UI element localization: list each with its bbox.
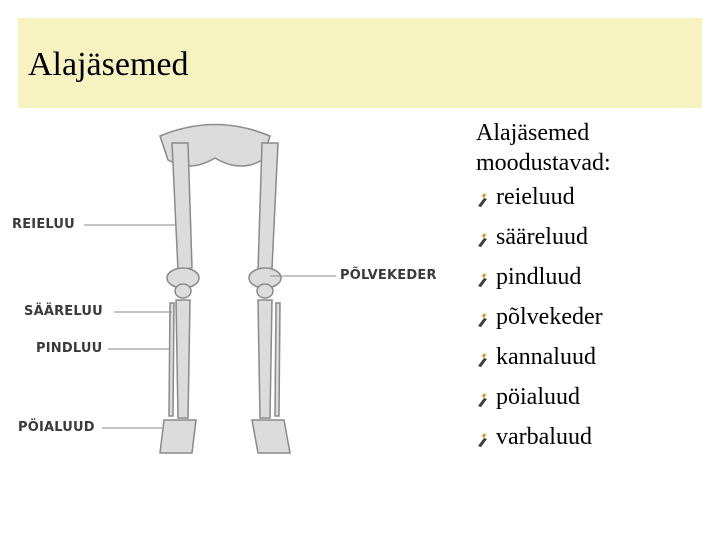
slide-title: Alajäsemed bbox=[28, 46, 189, 83]
bullet-icon bbox=[478, 353, 487, 367]
list-item-label: pindluud bbox=[496, 264, 582, 290]
left-fibula bbox=[168, 302, 175, 417]
title-bar: Alajäsemed bbox=[18, 18, 702, 108]
list-item: reieluud bbox=[476, 182, 716, 222]
label-femur: REIELUU bbox=[12, 217, 75, 232]
label-tibia: SÄÄRELUU bbox=[24, 304, 103, 319]
bone-list: reieluud sääreluud pindluud põlvekeder k… bbox=[476, 182, 716, 462]
list-item-label: pöialuud bbox=[496, 384, 580, 410]
bullet-icon bbox=[478, 273, 487, 287]
right-tibia bbox=[257, 299, 273, 419]
list-item: varbaluud bbox=[476, 422, 716, 462]
label-patella: PÕLVEKEDER bbox=[340, 268, 437, 283]
skeleton-illustration bbox=[84, 123, 336, 454]
left-tibia bbox=[175, 299, 191, 419]
bullet-icon bbox=[478, 233, 487, 247]
list-item-label: kannaluud bbox=[496, 344, 596, 370]
bone-list-block: Alajäsemed moodustavad: reieluud säärelu… bbox=[476, 118, 716, 462]
intro-text: Alajäsemed moodustavad: bbox=[476, 120, 611, 176]
label-metatarsal: PÖIALUUD bbox=[18, 420, 95, 435]
right-patella bbox=[256, 283, 274, 299]
left-foot bbox=[159, 419, 197, 454]
list-item: pöialuud bbox=[476, 382, 716, 422]
list-item: sääreluud bbox=[476, 222, 716, 262]
leg-skeleton-figure: REIELUU PÕLVEKEDER SÄÄRELUU PINDLUU PÖIA… bbox=[0, 118, 460, 478]
list-item-label: reieluud bbox=[496, 184, 575, 210]
list-item: kannaluud bbox=[476, 342, 716, 382]
bullet-icon bbox=[478, 193, 487, 207]
bullet-icon bbox=[478, 393, 487, 407]
list-item-label: sääreluud bbox=[496, 224, 588, 250]
right-foot bbox=[251, 419, 291, 454]
bullet-icon bbox=[478, 313, 487, 327]
left-femur bbox=[171, 142, 193, 271]
list-item-label: varbaluud bbox=[496, 424, 592, 450]
list-item: põlvekeder bbox=[476, 302, 716, 342]
label-fibula: PINDLUU bbox=[36, 341, 103, 356]
right-fibula bbox=[274, 302, 281, 417]
list-item-label: põlvekeder bbox=[496, 304, 603, 330]
right-femur bbox=[257, 142, 279, 271]
list-item: pindluud bbox=[476, 262, 716, 302]
left-patella bbox=[174, 283, 192, 299]
bullet-icon bbox=[478, 433, 487, 447]
